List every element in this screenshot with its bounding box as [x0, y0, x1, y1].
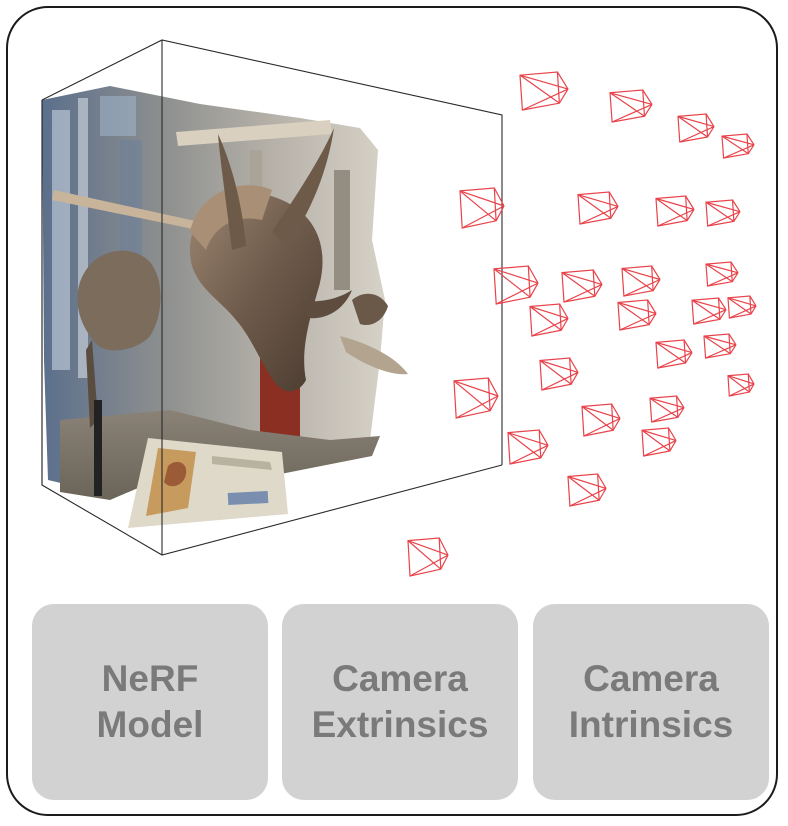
camera-frustum: [621, 265, 661, 297]
camera-frustum: [577, 191, 619, 225]
camera-frustum: [617, 299, 657, 331]
museum-placard: [128, 438, 288, 528]
camera-frustum: [705, 199, 741, 227]
point-cloud: [42, 86, 408, 500]
camera-intrinsics-panel: Camera Intrinsics: [533, 604, 769, 800]
camera-frustum: [539, 357, 579, 391]
camera-frustum: [581, 403, 621, 437]
camera-frustum: [609, 89, 653, 123]
camera-frustum: [705, 261, 739, 287]
camera-frustum: [655, 195, 695, 227]
camera-frustum: [567, 473, 607, 507]
camera-frustums: [407, 71, 757, 577]
camera-frustum: [641, 427, 677, 457]
camera-extrinsics-panel: Camera Extrinsics: [282, 604, 518, 800]
camera-frustum: [703, 333, 737, 359]
camera-frustum: [721, 133, 755, 159]
camera-frustum: [727, 295, 757, 319]
scene-bounding-box: [41, 39, 503, 556]
panel-label-line1: Camera: [332, 658, 468, 699]
panel-label-line1: NeRF: [101, 658, 199, 699]
nerf-model-panel: NeRF Model: [32, 604, 268, 800]
camera-frustum: [493, 265, 539, 305]
panel-label-line2: Intrinsics: [568, 704, 734, 745]
nerf-scene: [41, 39, 757, 577]
camera-frustum: [529, 303, 569, 337]
camera-frustum: [519, 71, 569, 111]
camera-frustum: [677, 113, 715, 143]
panel-label-line1: Camera: [583, 658, 719, 699]
camera-frustum: [459, 187, 505, 229]
panel-label-line2: Model: [96, 704, 204, 745]
camera-frustum: [649, 395, 685, 423]
camera-frustum: [453, 377, 499, 419]
camera-frustum: [691, 297, 727, 325]
camera-frustum: [561, 269, 603, 303]
camera-frustum: [407, 537, 449, 577]
camera-frustum: [727, 373, 755, 397]
camera-frustum: [507, 429, 549, 465]
panel-label-line2: Extrinsics: [311, 704, 489, 745]
camera-frustum: [655, 339, 693, 369]
